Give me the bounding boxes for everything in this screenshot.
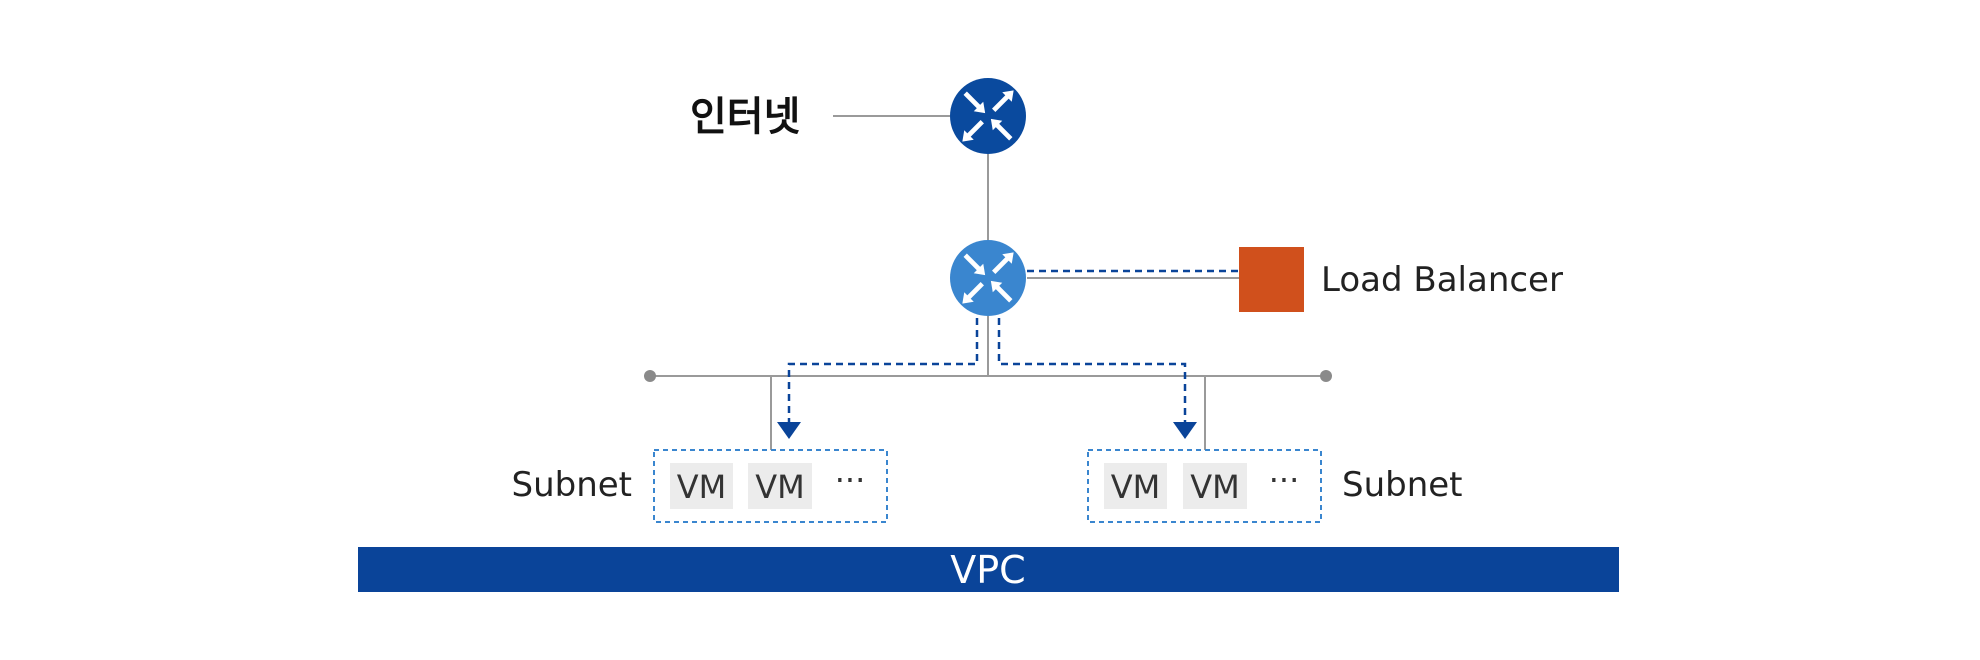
vpc-router — [950, 240, 1026, 316]
left-subnet: VM VM ··· — [653, 449, 888, 523]
vm-label: VM — [755, 468, 805, 506]
right-subnet: VM VM ··· — [1087, 449, 1322, 523]
connector-lines — [650, 115, 1326, 450]
vpc-label: VPC — [950, 548, 1025, 592]
vm-box — [1183, 463, 1247, 509]
vpc-bar — [358, 547, 1619, 592]
right-traffic-path — [997, 318, 1187, 422]
more-vms-ellipsis: ··· — [1269, 461, 1300, 499]
left-traffic-arrowhead — [777, 422, 801, 439]
left-traffic-path — [787, 318, 979, 422]
internet-router-body — [950, 78, 1026, 154]
vm-label: VM — [1111, 468, 1161, 506]
right-subnet-label: Subnet — [1342, 465, 1463, 505]
vpc-router-body — [950, 240, 1026, 316]
more-vms-ellipsis: ··· — [835, 461, 866, 499]
traffic-flow — [787, 269, 1240, 422]
vm-box — [748, 463, 812, 509]
vm-label: VM — [677, 468, 727, 506]
bus-end-left-dot — [644, 370, 656, 382]
left-subnet-label: Subnet — [511, 465, 632, 505]
load-balancer-icon — [1239, 247, 1304, 312]
internet-label: 인터넷 — [690, 94, 800, 140]
vm-box — [670, 463, 733, 509]
internet-router — [950, 78, 1026, 154]
right-traffic-arrowhead — [1173, 422, 1197, 439]
vm-box — [1104, 463, 1167, 509]
load-balancer-label: Load Balancer — [1321, 260, 1563, 300]
vm-label: VM — [1190, 468, 1240, 506]
bus-end-right-dot — [1320, 370, 1332, 382]
